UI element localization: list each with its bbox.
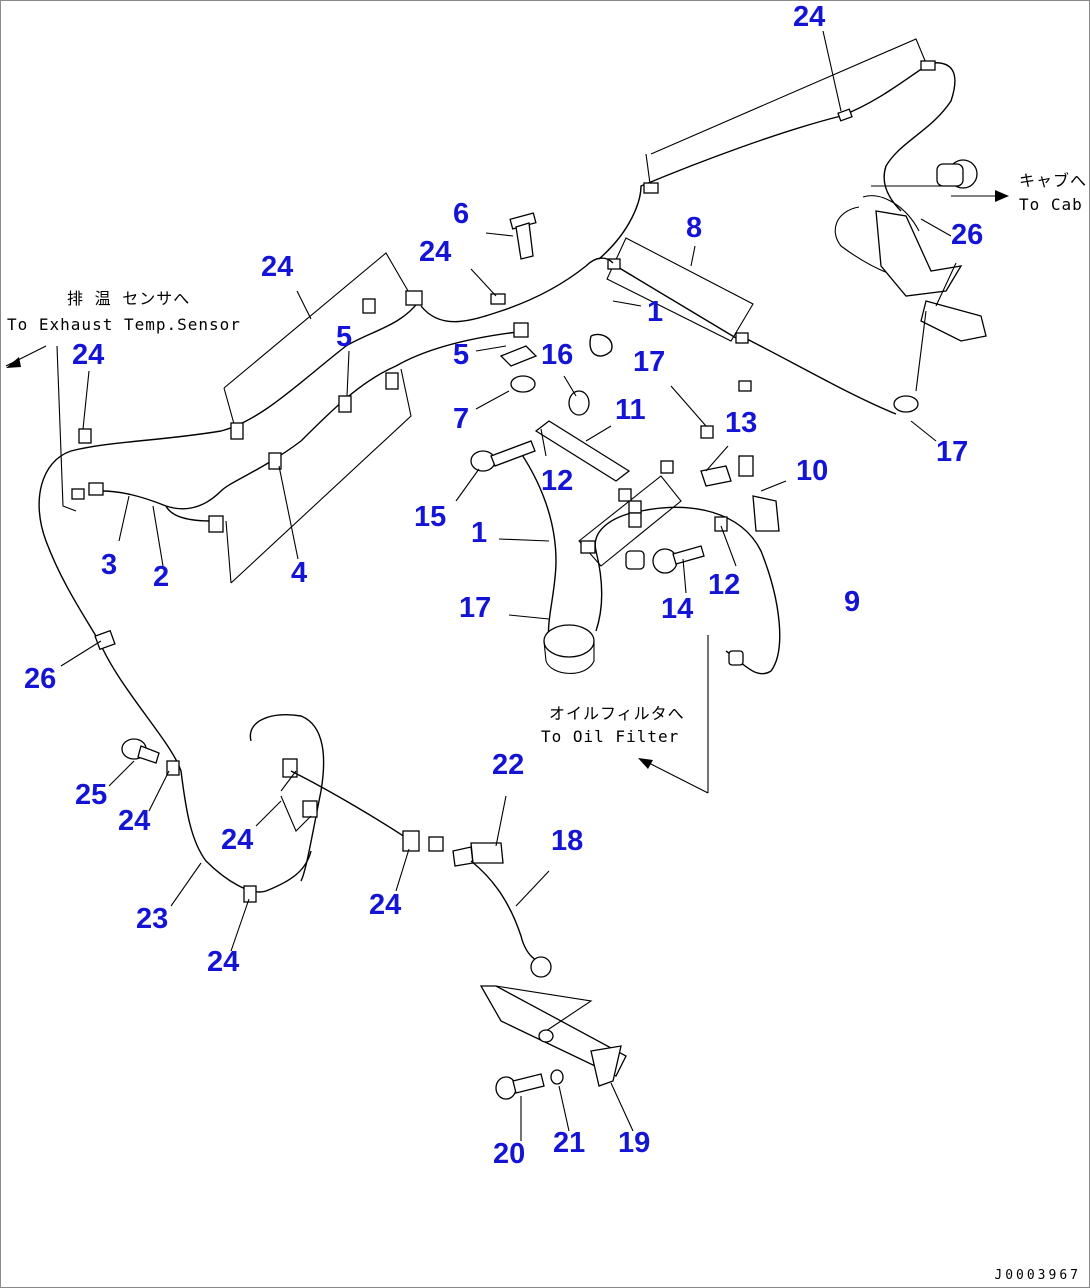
callout-11: 11: [615, 394, 646, 426]
callout-10: 10: [796, 455, 829, 487]
callout-24-mid: 24: [419, 236, 452, 268]
callout-17-right: 17: [936, 436, 969, 468]
callout-5-a: 5: [336, 321, 353, 353]
callout-9: 9: [844, 586, 861, 618]
callout-2: 2: [153, 561, 170, 593]
callout-4: 4: [291, 557, 308, 589]
callout-20: 20: [493, 1138, 526, 1170]
callout-24-e: 24: [207, 946, 240, 978]
callout-21: 21: [553, 1127, 586, 1159]
callout-7: 7: [453, 403, 470, 435]
callout-17-b: 17: [459, 592, 492, 624]
callout-25: 25: [75, 779, 108, 811]
note-oil-jp: オイルフィルタへ: [549, 704, 685, 723]
callout-26-left: 26: [24, 663, 57, 695]
callout-24-top: 24: [793, 1, 826, 33]
callout-12-b: 12: [708, 569, 741, 601]
callout-24-upper-left: 24: [261, 251, 294, 283]
callout-6: 6: [453, 198, 470, 230]
callout-22: 22: [492, 749, 525, 781]
callout-24-c: 24: [221, 824, 254, 856]
callout-1-mid: 1: [471, 517, 488, 549]
note-cab-en: To Cab: [1019, 195, 1083, 214]
callout-23: 23: [136, 903, 169, 935]
callout-12-a: 12: [541, 465, 574, 497]
callout-18: 18: [551, 825, 584, 857]
note-exhaust-jp: 排 温 センサへ: [67, 289, 191, 308]
callout-15: 15: [414, 501, 447, 533]
note-cab-jp: キャブへ: [1019, 171, 1088, 190]
callout-24-d: 24: [369, 889, 402, 921]
callout-1-top: 1: [647, 296, 664, 328]
document-id: J0003967: [994, 1268, 1081, 1283]
callout-14: 14: [661, 593, 694, 625]
callout-5-b: 5: [453, 339, 470, 371]
note-oil-en: To Oil Filter: [541, 727, 680, 746]
callout-17-a: 17: [633, 346, 666, 378]
callout-3: 3: [101, 549, 118, 581]
callout-19: 19: [618, 1127, 651, 1159]
callout-24-left: 24: [72, 339, 105, 371]
callout-13: 13: [725, 407, 758, 439]
callout-16: 16: [541, 339, 574, 371]
callout-8: 8: [686, 212, 703, 244]
callout-26-right: 26: [951, 219, 984, 251]
callout-24-b: 24: [118, 805, 151, 837]
note-exhaust-en: To Exhaust Temp.Sensor: [7, 315, 241, 334]
